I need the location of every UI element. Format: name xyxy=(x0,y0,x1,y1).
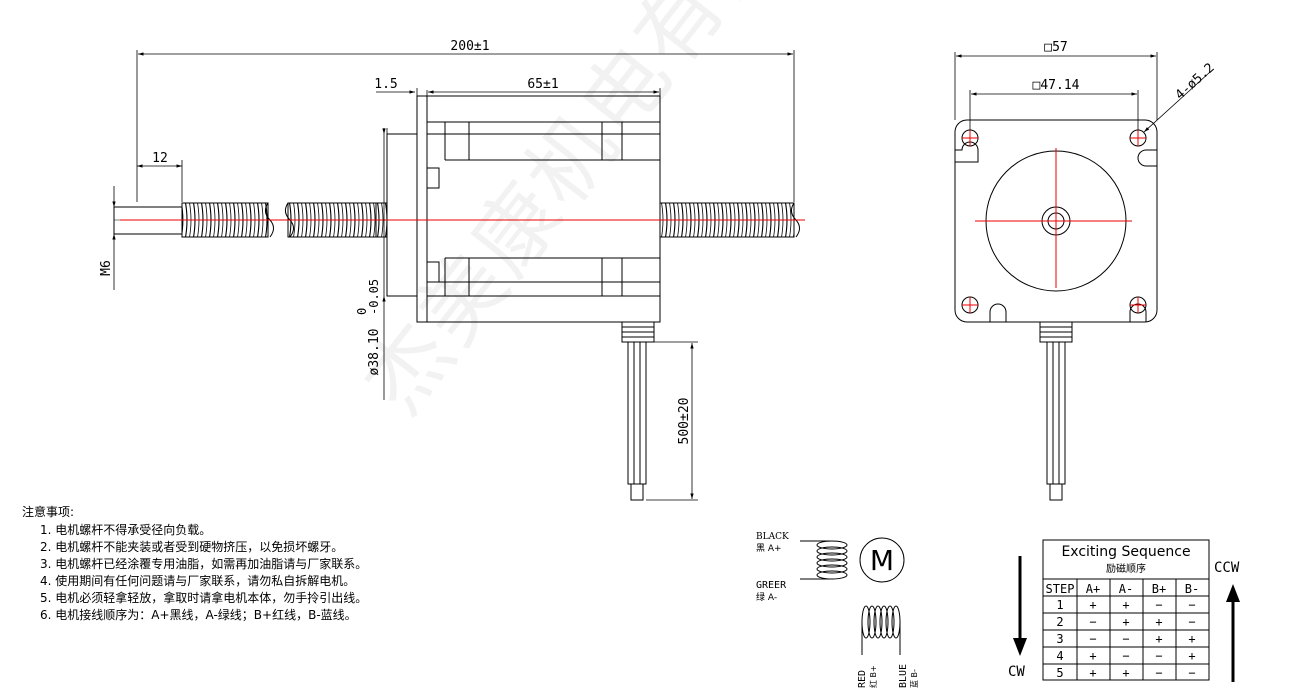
dim-flange-thickness: 1.5 xyxy=(374,77,397,92)
motor-lead xyxy=(627,341,647,485)
sequence-cell: − xyxy=(1188,615,1195,629)
sequence-table xyxy=(1042,539,1210,681)
dim-mount-holes: 4-ø5.2 xyxy=(1173,60,1218,103)
motor-symbol-label: M xyxy=(870,544,894,577)
sequence-cell: − xyxy=(1155,649,1162,663)
wire-red-label: RED xyxy=(857,670,868,688)
sequence-cell: − xyxy=(1188,598,1195,612)
sequence-cell: + xyxy=(1089,649,1096,663)
sequence-header-cell: A+ xyxy=(1086,582,1100,596)
ccw-label: CCW xyxy=(1214,560,1240,576)
sequence-cell: − xyxy=(1155,598,1162,612)
cw-arrow xyxy=(1013,556,1027,656)
dim-lead-length: 500±20 xyxy=(677,398,692,445)
sequence-cell: + xyxy=(1089,598,1096,612)
note-item: 1. 电机螺杆不得承受径向负载。 xyxy=(40,523,212,537)
front-view xyxy=(113,95,800,501)
sequence-cell: − xyxy=(1122,632,1129,646)
svg-text:ø38.10: ø38.10 xyxy=(367,329,382,376)
wire-blue-label: BLUE xyxy=(898,664,909,688)
sequence-cell: + xyxy=(1122,666,1129,680)
sequence-cell: + xyxy=(1155,615,1162,629)
note-item: 5. 电机必须轻拿轻放，拿取时请拿电机本体，勿手拎引出线。 xyxy=(40,591,368,605)
dim-outer-square: □57 xyxy=(1044,40,1067,55)
side-dimensions xyxy=(954,52,1211,133)
sequence-cell: − xyxy=(1155,666,1162,680)
wire-black-cn: 黑 A+ xyxy=(756,543,782,554)
svg-text:0: 0 xyxy=(355,308,369,315)
sequence-headers: STEP A+ A- B+ B- xyxy=(1046,582,1200,596)
sequence-title-cn: 励磁顺序 xyxy=(1106,562,1146,575)
sequence-cell: 3 xyxy=(1056,632,1063,646)
sequence-cell: 5 xyxy=(1056,666,1063,680)
cw-label: CW xyxy=(1008,664,1025,680)
wire-green-cn: 绿 A- xyxy=(756,591,777,603)
note-item: 6. 电机接线顺序为：A+黑线，A-绿线；B+红线，B-蓝线。 xyxy=(40,608,357,622)
sequence-cell: + xyxy=(1188,632,1195,646)
sequence-header-cell: STEP xyxy=(1046,582,1075,596)
motor-body xyxy=(426,95,661,323)
dim-hole-square: □47.14 xyxy=(1033,78,1080,93)
ccw-arrow xyxy=(1226,584,1240,682)
coil-a xyxy=(800,540,848,580)
wire-green-label: GREER xyxy=(756,580,787,591)
dim-motor-length: 65±1 xyxy=(527,77,558,92)
note-item: 2. 电机螺杆不能夹装或者受到硬物挤压，以免损坏螺牙。 xyxy=(40,540,344,554)
sequence-header-cell: B+ xyxy=(1152,582,1166,596)
sequence-cell: − xyxy=(1089,632,1096,646)
side-lead xyxy=(1046,341,1066,485)
wire-black-label: BLACK xyxy=(756,532,789,542)
sequence-cell: + xyxy=(1122,598,1129,612)
notes-title: 注意事项: xyxy=(22,505,75,519)
dim-overall-length: 200±1 xyxy=(450,39,489,54)
sequence-cell: + xyxy=(1188,649,1195,663)
note-item: 3. 电机螺杆已经涂覆专用油脂，如需再加油脂请与厂家联系。 xyxy=(40,557,368,571)
sequence-cell: 4 xyxy=(1056,649,1063,663)
motor-symbol xyxy=(859,537,905,583)
front-dimensions xyxy=(112,50,795,501)
note-item: 4. 使用期间有任何问题请与厂家联系，请勿私自拆解电机。 xyxy=(40,574,356,588)
sequence-rows: 1 + + − − 2 − + + − 3 − − + +4 + − − +5 + + − − xyxy=(1056,598,1195,680)
wiring-diagram xyxy=(800,537,905,655)
sequence-cell: − xyxy=(1089,615,1096,629)
sequence-cell: 1 xyxy=(1056,598,1063,612)
sequence-header-cell: B- xyxy=(1185,582,1199,596)
sequence-cell: − xyxy=(1122,649,1129,663)
sequence-cell: − xyxy=(1188,666,1195,680)
boss xyxy=(386,133,418,297)
sequence-cell: + xyxy=(1089,666,1096,680)
side-centerlines xyxy=(962,130,1146,313)
coil-b xyxy=(861,605,901,655)
sequence-cell: + xyxy=(1155,632,1162,646)
dim-thread-size: M6 xyxy=(99,260,114,276)
sequence-title: Exciting Sequence xyxy=(1061,544,1190,560)
flange xyxy=(416,95,428,323)
dim-boss-diameter: ø38.10 0 -0.05 xyxy=(355,279,382,376)
sequence-header-cell: A- xyxy=(1119,582,1133,596)
sequence-cell: 2 xyxy=(1056,615,1063,629)
sequence-cell: + xyxy=(1122,615,1129,629)
dim-shaft-end: 12 xyxy=(152,151,168,166)
wire-red-cn: 红 B+ xyxy=(868,665,878,688)
wire-blue-cn: 蓝 B- xyxy=(909,669,919,688)
notes-section: 注意事项: 1. 电机螺杆不得承受径向负载。 2. 电机螺杆不能夹装或者受到硬物… xyxy=(22,504,367,624)
svg-text:-0.05: -0.05 xyxy=(367,279,381,315)
